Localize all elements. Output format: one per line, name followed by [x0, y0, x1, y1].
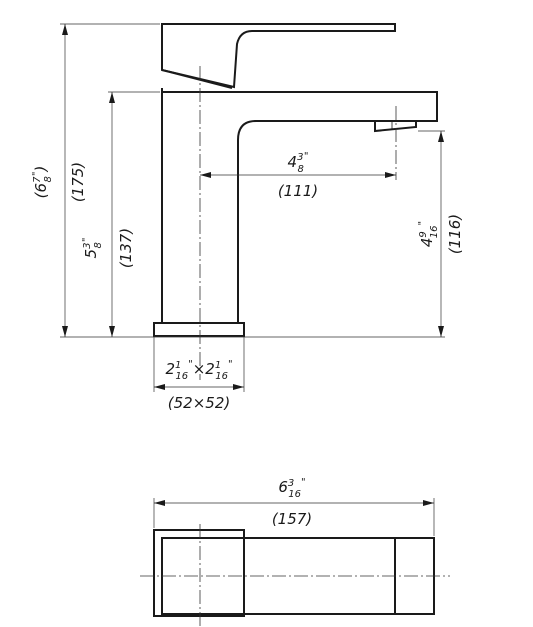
top-base-plate: [153, 529, 245, 617]
overall-length-inch-den: 16: [288, 489, 301, 500]
spout-reach-inch-whole: 4: [288, 153, 298, 171]
dim-outlet-height: 4916" (116): [417, 131, 464, 337]
outlet-height-inch-num: 9: [418, 231, 429, 237]
base-size-mm: (52×52): [168, 394, 230, 412]
lever-handle: [161, 23, 396, 89]
base-b-den: 16: [215, 371, 228, 382]
spout-height-inch-num: 3: [82, 243, 93, 249]
dim-spout-height: 538" (137): [81, 92, 135, 337]
spout-reach-inch-num: 3: [297, 152, 303, 163]
spout-reach-mm: (111): [278, 182, 318, 200]
spout-reach-inch-den: 8: [297, 164, 303, 175]
outlet-height-inch-den: 16: [429, 225, 440, 238]
overall-height-inch-whole: 6: [32, 183, 50, 193]
svg-text:(678"): (678"): [31, 166, 54, 199]
base-b-whole: 2: [205, 360, 215, 378]
spout-height-inch-mark: ": [81, 238, 92, 243]
overall-height-inch-den: 8: [43, 176, 54, 182]
dim-overall-height: (678") (175): [31, 24, 87, 337]
outlet-height-mm: (116): [446, 214, 464, 254]
lever-joint: [161, 69, 233, 89]
overall-length-mm: (157): [272, 510, 312, 528]
base-times: ×: [193, 360, 206, 378]
overall-height-inch-num: 7: [32, 176, 43, 183]
base-a-num: 1: [175, 360, 181, 371]
base-b-num: 1: [215, 360, 221, 371]
outlet-height-inch-whole: 4: [418, 238, 436, 248]
base-a-mark: ": [188, 359, 193, 370]
faucet-body-outline: [153, 23, 438, 337]
overall-height-inch-open: (: [32, 191, 50, 198]
overall-height-inch-mark: ": [31, 172, 42, 177]
base-plate: [153, 322, 245, 337]
svg-text:438": 438": [288, 151, 309, 175]
svg-text:538": 538": [81, 238, 104, 259]
overall-length-inch-mark: ": [301, 477, 306, 488]
base-a-whole: 2: [165, 360, 175, 378]
front-view: (678") (175) 538" (137): [31, 23, 464, 412]
overall-height-inch-close: ): [32, 166, 50, 173]
base-b-mark: ": [228, 359, 233, 370]
overall-height-mm: (175): [69, 162, 87, 202]
spout-height-inch-den: 8: [93, 242, 104, 248]
spout-height-inch-whole: 5: [82, 249, 100, 259]
aerator: [374, 121, 417, 133]
body-and-spout: [161, 88, 438, 324]
overall-length-inch-num: 3: [288, 478, 294, 489]
base-a-den: 16: [175, 371, 188, 382]
spout-reach-inch-mark: ": [304, 151, 309, 162]
svg-text:4916": 4916": [417, 221, 440, 247]
overall-length-inch-whole: 6: [278, 478, 288, 496]
outlet-height-inch-mark: ": [417, 221, 428, 226]
spout-height-mm: (137): [117, 228, 135, 268]
